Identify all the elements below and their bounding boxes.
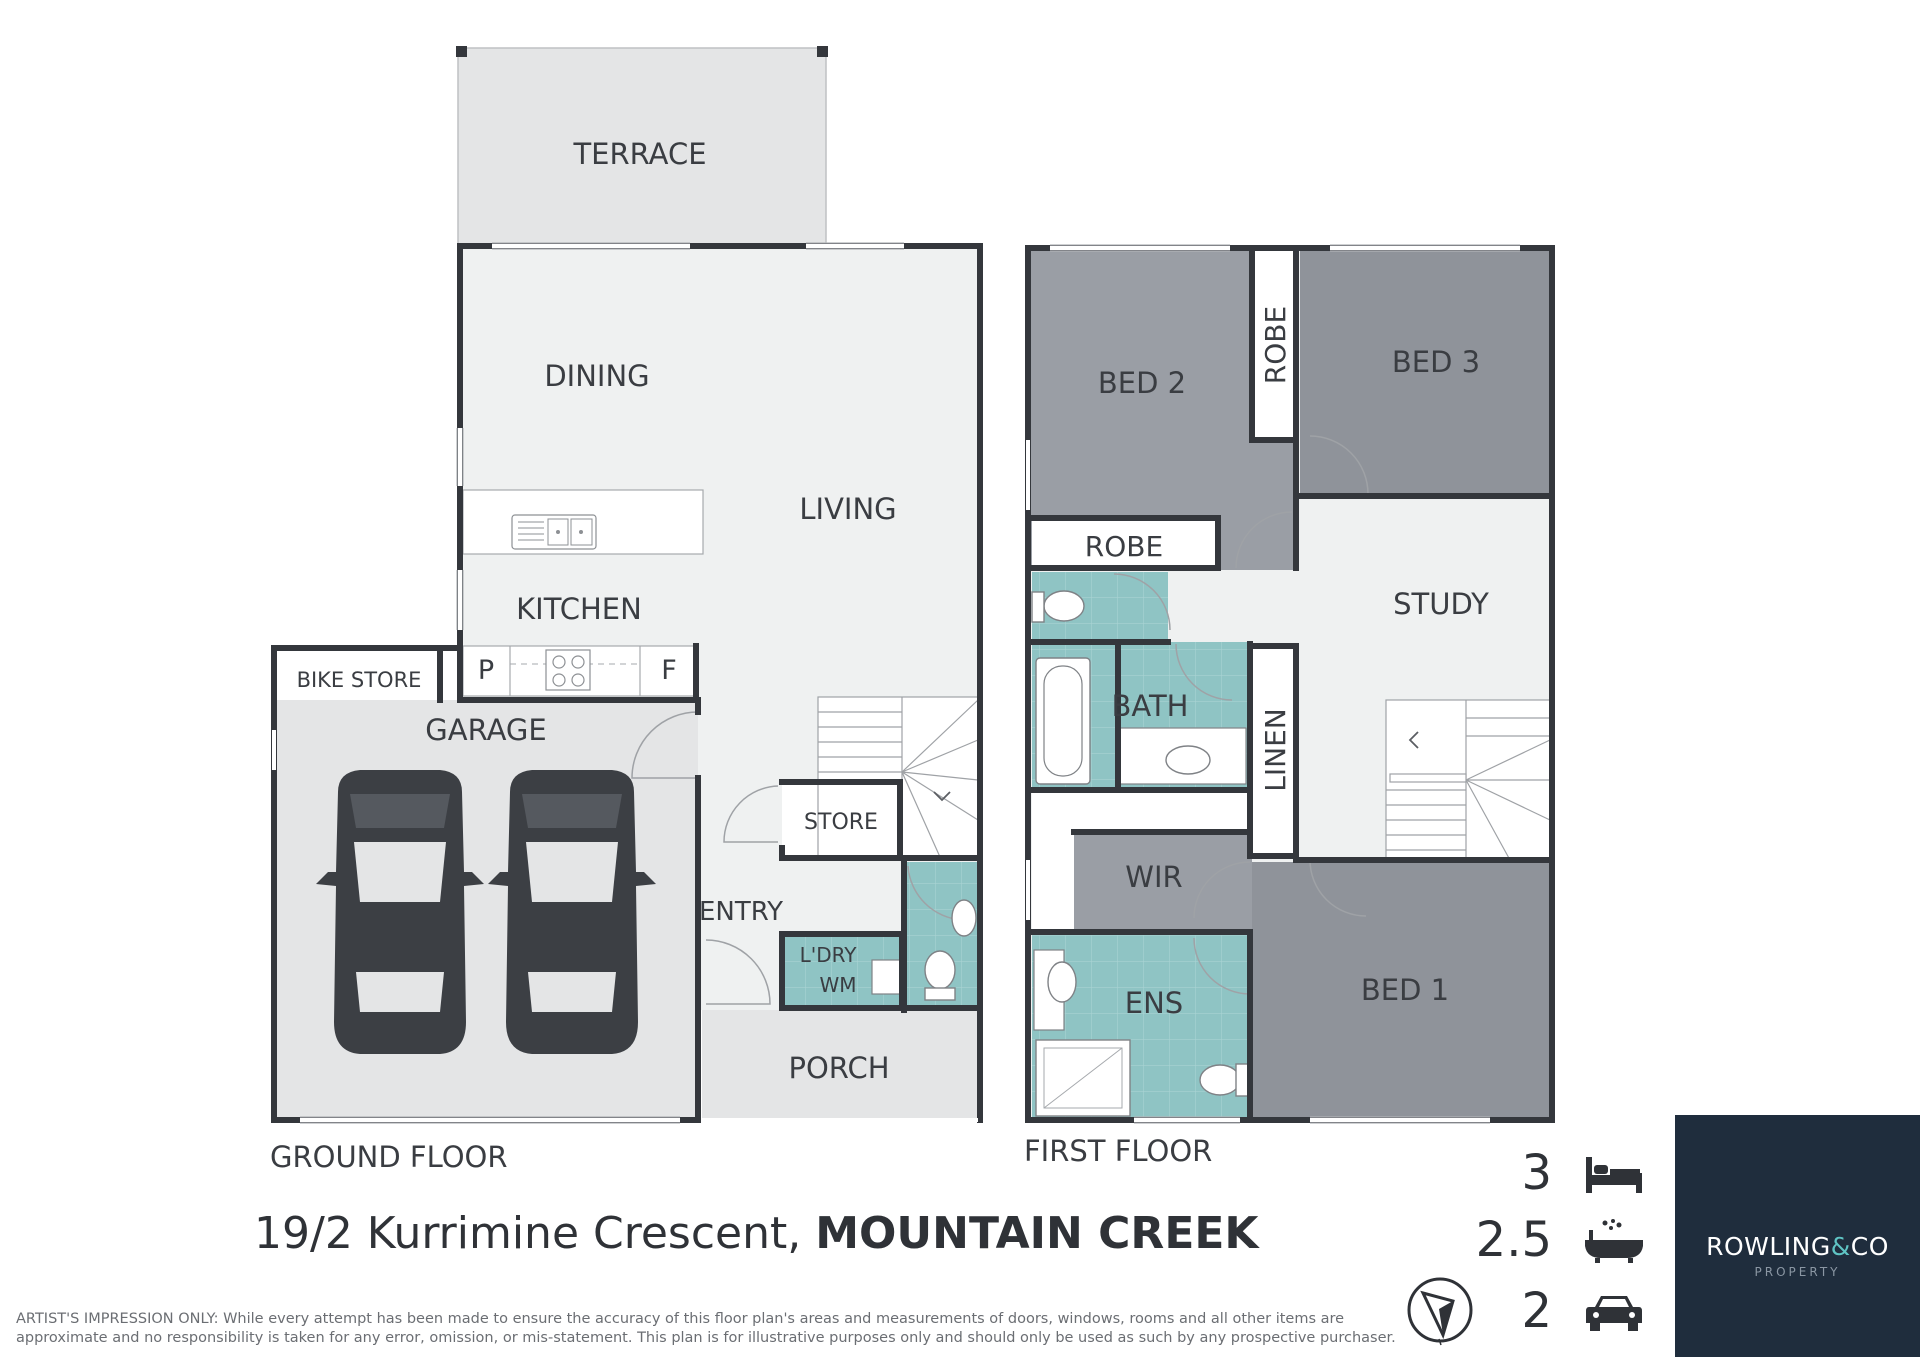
study-label: STUDY — [1393, 587, 1489, 621]
bike-store-floor — [274, 652, 438, 700]
terrace-area — [457, 47, 827, 247]
laundry-label: L'DRY — [800, 943, 858, 967]
robe-horizontal-floor — [1032, 520, 1218, 566]
garage-car-right — [488, 770, 656, 1054]
bedroom-count: 3 — [1521, 1145, 1552, 1201]
property-address: 19/2 Kurrimine Crescent, MOUNTAIN CREEK — [254, 1208, 1259, 1259]
living-label: LIVING — [799, 492, 896, 526]
ground-floor-caption: GROUND FLOOR — [270, 1140, 508, 1174]
powder-toilet — [924, 950, 956, 990]
brand-name: ROWLING&CO — [1706, 1232, 1889, 1261]
address-street: 19/2 Kurrimine Crescent, — [254, 1208, 802, 1259]
fridge-label: F — [661, 655, 677, 686]
bed3-label: BED 3 — [1392, 345, 1480, 379]
kitchen-sink — [511, 514, 597, 550]
upper-toilet — [1043, 590, 1085, 622]
garage-car-left — [316, 770, 484, 1054]
bike-store-label: BIKE STORE — [297, 668, 422, 692]
wir-floor — [1074, 832, 1252, 932]
porch-label: PORCH — [788, 1051, 889, 1085]
robe-vertical-floor — [1252, 250, 1296, 440]
first-floor-plan: BED 2 ROBE BED 3 ROBE STUDY BATH LINEN W… — [1025, 244, 1555, 1124]
bed3-floor — [1300, 250, 1550, 496]
bed2-label: BED 2 — [1098, 366, 1186, 400]
bathtub-icon — [1585, 1219, 1643, 1263]
ground-door-swings — [631, 711, 963, 1005]
bed1-label: BED 1 — [1361, 973, 1449, 1007]
first-stairs — [1385, 699, 1551, 861]
bed-icon — [1586, 1157, 1642, 1193]
robe-vertical-label: ROBE — [1259, 306, 1292, 384]
first-walls — [1025, 245, 1555, 1123]
ensuite-toilet — [1199, 1064, 1241, 1096]
powder-basin — [951, 899, 977, 937]
kitchen-label: KITCHEN — [516, 592, 642, 626]
first-floor-caption: FIRST FLOOR — [1024, 1134, 1213, 1168]
store-label: STORE — [804, 810, 878, 835]
garage-label: GARAGE — [425, 713, 546, 747]
dining-label: DINING — [544, 359, 649, 393]
ground-floor-plan: TERRACE DINING LIVING KITCHEN P F BIKE S… — [271, 46, 983, 1124]
bed1-floor — [1252, 862, 1550, 1120]
bathroom-count: 2.5 — [1475, 1212, 1552, 1268]
wm-label: WM — [819, 973, 856, 997]
linen-label: LINEN — [1259, 708, 1292, 791]
car-illustrations — [316, 770, 656, 1054]
robe-horizontal-label: ROBE — [1085, 530, 1163, 563]
terrace-label: TERRACE — [572, 137, 706, 171]
bath-label: BATH — [1111, 689, 1188, 723]
car-icon — [1586, 1296, 1642, 1331]
brand-logo-panel: ROWLING&CO PROPERTY — [1675, 1115, 1920, 1357]
brand-subtitle: PROPERTY — [1754, 1265, 1841, 1279]
linen-floor — [1252, 646, 1296, 854]
wir-label: WIR — [1125, 860, 1182, 894]
address-suburb: MOUNTAIN CREEK — [815, 1208, 1259, 1259]
entry-label: ENTRY — [699, 897, 783, 927]
porch-floor — [702, 1010, 980, 1120]
north-compass-icon — [1407, 1277, 1473, 1346]
pantry-label: P — [478, 655, 494, 686]
laundry-tub — [871, 959, 901, 995]
car-space-count: 2 — [1521, 1283, 1552, 1339]
first-door-swings — [1113, 435, 1369, 995]
cooktop — [545, 649, 591, 691]
ens-label: ENS — [1125, 986, 1183, 1020]
disclaimer-text: ARTIST'S IMPRESSION ONLY: While every at… — [16, 1311, 1396, 1346]
